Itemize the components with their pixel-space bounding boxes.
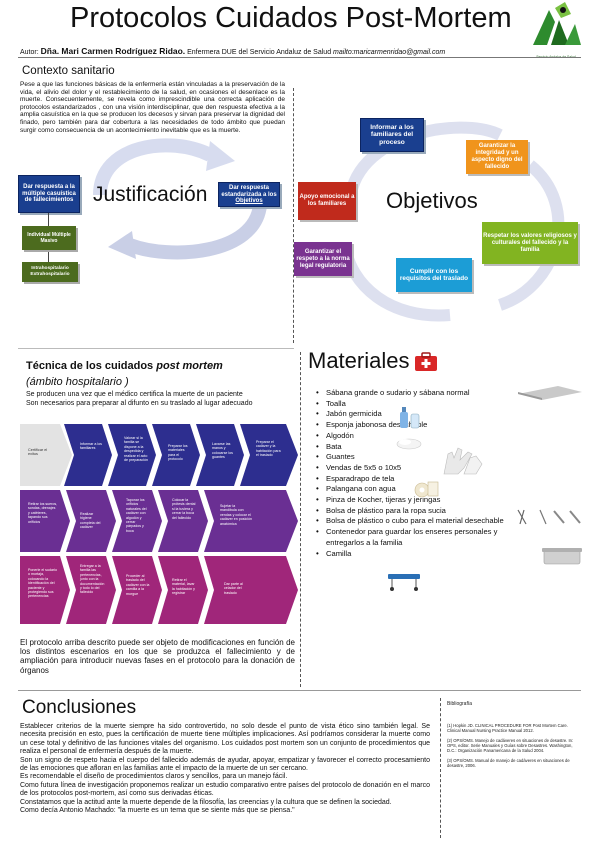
conclusiones-title: Conclusiones [22,697,137,718]
list-item: Bolsa de plástico para la ropa sucia [316,506,526,517]
list-item: Palangana con agua [316,484,526,495]
stretcher-image [388,574,420,591]
chevron-row-3 [20,556,298,624]
contexto-title: Contexto sanitario [22,65,115,77]
sheet-image [518,386,582,400]
soap-bottles-image [400,407,420,429]
materiales-title: Materiales [308,348,410,373]
tecnica-divider [18,348,294,349]
step-informar-familiares: Informar a los familiares [80,442,102,451]
conclusion-paragraph: Constatamos que la actitud ante la muert… [20,798,392,806]
author-role: Enfermera DUE del Servicio Andaluz de Sa… [187,49,332,56]
author-prefix: Autor: [20,49,39,56]
step-protesis-dental: Colocar la prótesis dental si la tuviera… [172,498,196,520]
conclusion-paragraph: Establecer criterios de la muerte siempr… [20,723,430,756]
step-valorar-despedida: Valorar si la familia se dispone a la de… [124,436,148,463]
container-image [542,548,582,565]
first-aid-kit-icon [415,352,437,371]
section-divider [293,88,294,343]
obj-garantizar-respeto: Garantizar el respeto a la norma legal r… [294,242,352,276]
step-higiene-completa: Realizar higiene completa del cadáver [80,512,101,530]
header-divider [18,57,581,58]
tecnica-title-text: Técnica de los cuidados [26,360,154,372]
conclusion-paragraph: Son un signo de respeto hacia el cuerpo … [20,756,430,773]
author-name: Dña. Mari Carmen Rodríguez Ridao. [40,46,186,56]
chevron-row-2 [20,490,298,552]
objetivos-arrows [339,121,565,322]
conclusion-paragraph: Como futura línea de investigación propo… [20,781,430,798]
obj-cumplir-traslado: Cumplir con los requisitos del traslado [396,258,472,292]
page-title: Protocolos Cuidados Post-Mortem [70,2,512,34]
list-item: Sábana grande o sudario y sábana normal [316,388,526,399]
materiales-list: Sábana grande o sudario y sábana normal … [316,388,526,559]
chevron-row-1 [64,424,298,486]
step-sujetar-mandibula: Sujetar la mandíbula con vendas y coloca… [220,504,252,526]
list-item: Esparadrapo de tela [316,474,526,485]
list-item: Bata [316,442,526,453]
bib-entry: (1) Hopkin JD. CLINICAL PROCEDURE FOR Po… [447,723,568,733]
box-respuesta-estandarizada: Dar respuesta estandarizada a los Objeti… [218,182,280,207]
list-item: Esponja jabonosa desechable [316,420,526,431]
step-entregar-pertenencias: Entregar a la familia las pertenencias, … [80,564,105,595]
list-item: Guantes [316,452,526,463]
list-item: Algodón [316,431,526,442]
tecnica-chevrons: Certificar el exitus Informar a los fami… [20,424,298,624]
tecnica-title: Técnica de los cuidados post mortem [26,360,223,372]
justificacion-arrows [93,138,267,260]
bib-entry: (3) OPS/OMS. Manual de manejo de cadáver… [447,758,570,768]
bandages-image [414,481,439,498]
instruments-image [517,509,581,525]
step-preparar-materiales: Preparar los materiales para el protocol… [168,444,188,462]
obj-informar: Informar a los familiares del proceso [360,118,424,152]
author-email[interactable]: mailto:maricarmenridao@gmail.com [333,49,446,56]
box-individual-multiple: Individual Múltiple Masivo [22,226,76,250]
cotton-image [396,438,422,450]
objetivos-word: Objetivos [386,188,478,213]
conclusion-paragraph: Como decía Antonio Machado: "la muerte e… [20,807,295,815]
obj-apoyo-emocional: Apoyo emocional a los familiares [298,182,356,220]
box-intra-extra: Intrahospitalario Extrahospitalario [22,262,78,282]
list-item: Jabón germicida [316,409,526,420]
obj-garantizar-integridad: Garantizar la integridad y un aspecto di… [466,140,528,174]
justificacion-word: Justificación [93,183,208,206]
step-sudario: Ponerle el sudario o mortaja, colocando … [28,568,57,599]
conclusion-paragraph: Es recomendable el diseño de procedimien… [20,773,288,781]
box-estandar-link[interactable]: Objetivos [235,198,263,205]
contexto-text: Pese a que las funciones básicas de la e… [20,81,285,134]
bibliografia: Bibliografía (1) Hopkin JD. CLINICAL PRO… [447,702,582,773]
tecnica-line1: Se producen una vez que el médico certif… [26,391,243,398]
list-item: Pinza de Kocher, tijeras y jeringas [316,495,526,506]
step-traslado-morgue: Proceder al traslado del cadáver con la … [126,574,150,596]
author-line: Autor: Dña. Mari Carmen Rodríguez Ridao.… [20,46,445,56]
conclusiones-divider [18,690,581,691]
materiales-divider [300,352,301,687]
box-estandar-text: Dar respuesta estandarizada a los [221,185,277,198]
bib-entry: (2) OPS/OMS. Manejo de cadáveres en situ… [447,738,574,753]
box-multiple-casuistica: Dar respuesta a la múltiple casuística d… [18,175,80,213]
sas-logo: Servicio Andaluz de Salud [525,0,587,59]
list-item: Contenedor para guardar los enseres pers… [316,527,531,548]
tecnica-subtitle: (ámbito hospitalario ) [26,376,129,388]
chevron-start-text: Certificar el exitus [28,448,48,457]
step-dar-parte: Dar parte al celador del traslado [224,582,243,595]
tecnica-title-italic: post mortem [156,360,223,372]
bibliografia-divider [440,698,441,838]
list-item: Bolsa de plástico o cubo para el materia… [316,516,526,527]
step-retirar-material: Retirar el material, lavar la habitación… [172,578,195,596]
step-lavarse-manos: Lavarse las manos y colocarse los guante… [212,442,233,460]
step-taponar-orificios: Taponar los orificios naturales del cadá… [126,498,147,533]
step-retirar-sueros: Retirar los sueros, sondas, drenajes y c… [28,502,58,524]
bibliografia-title: Bibliografía [447,701,473,707]
chevron-start [20,424,72,486]
step-preparar-cadaver: Preparar el cadáver y la habitación para… [256,440,281,458]
tecnica-footer: El protocolo arriba descrito puede ser o… [20,638,295,675]
sas-logo-icon [533,2,581,45]
list-item: Camilla [316,549,526,560]
conclusiones-text: Establecer criterios de la muerte siempr… [20,723,430,815]
list-item: Vendas de 5x5 o 10x5 [316,463,526,474]
list-item: Toalla [316,399,526,410]
tecnica-line2: Son necesarios para preparar al difunto … [26,400,253,407]
obj-respetar-valores: Respetar los valores religiosos y cultur… [482,222,578,264]
gloves-image [443,447,483,475]
